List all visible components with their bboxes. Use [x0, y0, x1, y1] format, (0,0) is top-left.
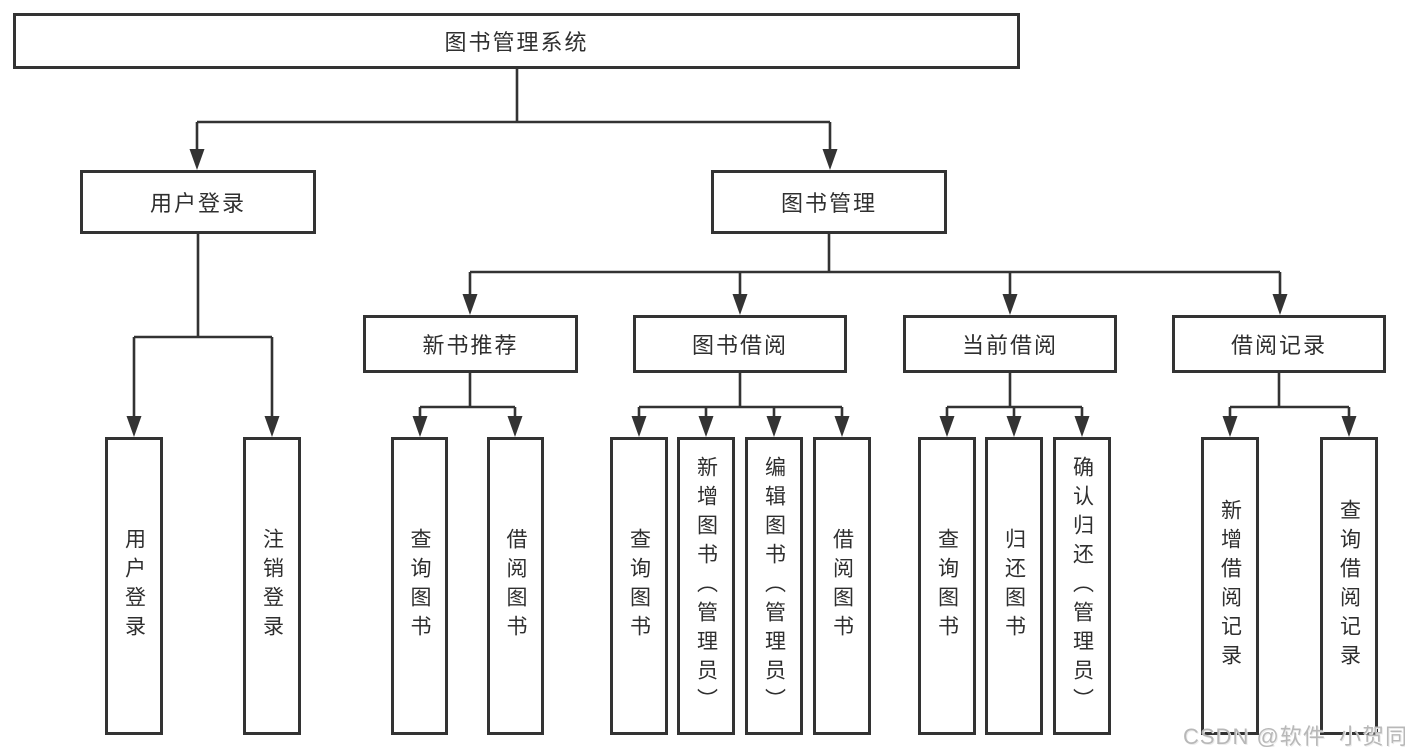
leaf-borrow-books-label: 借阅图书: [830, 528, 854, 644]
leaf-query-books-current: 查询图书: [918, 437, 976, 735]
leaf-return-books-label: 归还图书: [1002, 528, 1026, 644]
node-current-borrow-label: 当前借阅: [961, 333, 1058, 358]
leaf-logout-label: 注销登录: [260, 528, 284, 644]
leaf-query-borrow-record-label: 查询借阅记录: [1337, 499, 1361, 673]
csdn-watermark: CSDN @软件_小贺同学: [1183, 724, 1405, 747]
leaf-logout: 注销登录: [243, 437, 301, 735]
leaf-add-books-admin-label: 新增图书（管理员）: [694, 455, 718, 717]
leaf-query-books-recommend: 查询图书: [391, 437, 448, 735]
leaf-borrow-books: 借阅图书: [813, 437, 871, 735]
leaf-edit-books-admin-label: 编辑图书（管理员）: [762, 455, 786, 717]
node-borrow-records: 借阅记录: [1172, 315, 1386, 373]
node-new-book-recommend-label: 新书推荐: [422, 333, 519, 358]
leaf-query-borrow-record: 查询借阅记录: [1320, 437, 1378, 735]
leaf-user-login-label: 用户登录: [122, 528, 146, 644]
leaf-add-borrow-record: 新增借阅记录: [1201, 437, 1259, 735]
leaf-query-books-borrow-label: 查询图书: [627, 528, 651, 644]
node-borrow-records-label: 借阅记录: [1230, 333, 1327, 358]
node-book-borrow: 图书借阅: [633, 315, 847, 373]
node-book-management: 图书管理: [711, 170, 947, 234]
leaf-edit-books-admin: 编辑图书（管理员）: [745, 437, 803, 735]
node-user-login: 用户登录: [80, 170, 316, 234]
node-book-management-label: 图书管理: [780, 191, 877, 216]
node-new-book-recommend: 新书推荐: [363, 315, 578, 373]
leaf-return-books: 归还图书: [985, 437, 1043, 735]
leaf-add-borrow-record-label: 新增借阅记录: [1218, 499, 1242, 673]
leaf-query-books-recommend-label: 查询图书: [408, 528, 431, 644]
node-user-login-label: 用户登录: [149, 191, 246, 216]
leaf-add-books-admin: 新增图书（管理员）: [677, 437, 735, 735]
leaf-confirm-return-admin-label: 确认归还（管理员）: [1070, 455, 1094, 717]
leaf-confirm-return-admin: 确认归还（管理员）: [1053, 437, 1111, 735]
leaf-user-login: 用户登录: [105, 437, 163, 735]
leaf-borrow-books-recommend: 借阅图书: [487, 437, 544, 735]
node-root-label: 图书管理系统: [444, 30, 589, 55]
leaf-query-books-borrow: 查询图书: [610, 437, 668, 735]
node-root-library-management-system: 图书管理系统: [13, 13, 1020, 69]
leaf-borrow-books-recommend-label: 借阅图书: [504, 528, 527, 644]
node-current-borrow: 当前借阅: [903, 315, 1117, 373]
leaf-query-books-current-label: 查询图书: [935, 528, 959, 644]
node-book-borrow-label: 图书借阅: [691, 333, 788, 358]
